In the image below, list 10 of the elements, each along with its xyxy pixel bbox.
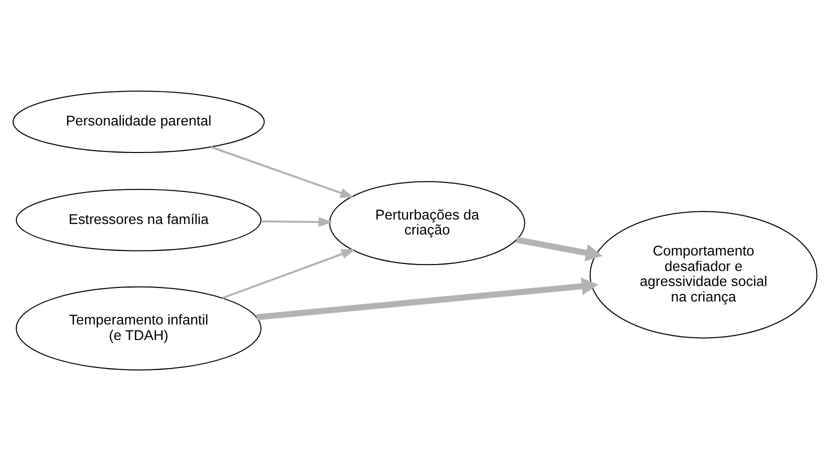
- node-ellipse: Personalidade parental: [12, 90, 265, 154]
- node-ellipse: Perturbações da criação: [329, 181, 526, 266]
- arrow: [222, 249, 356, 299]
- arrow: [516, 236, 603, 262]
- arrow: [210, 146, 354, 198]
- arrow: [256, 278, 598, 320]
- node-ellipse: Estressores na família: [16, 188, 262, 252]
- arrow: [261, 217, 333, 227]
- node-ellipse: Temperamento infantil (e TDAH): [16, 286, 262, 370]
- node-ellipse: Comportamento desafiador e agressividade social na criança: [590, 211, 818, 338]
